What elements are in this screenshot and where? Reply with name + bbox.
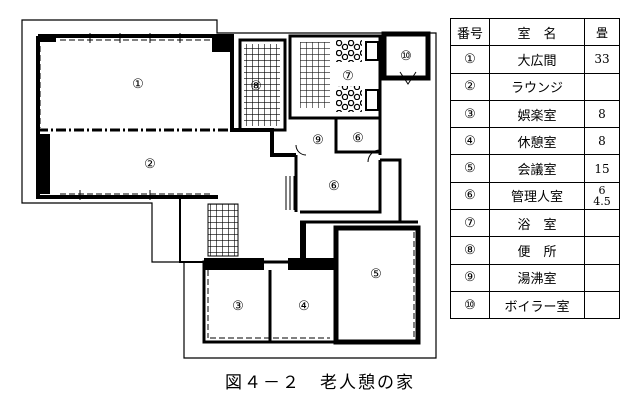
row-tatami: [584, 209, 620, 238]
row-tatami: [584, 236, 620, 265]
room-label-2: ②: [144, 157, 156, 172]
row-tatami: [584, 72, 620, 101]
row-tatami: 33: [584, 45, 620, 74]
header-room-name: 室 名: [489, 17, 585, 47]
row-tatami: 8: [584, 99, 620, 129]
row-tatami: 8: [584, 127, 620, 156]
windows: [39, 33, 415, 339]
row-number: ⑧: [450, 236, 490, 265]
row-number: ⑥: [450, 181, 490, 211]
row-number: ⑨: [450, 263, 490, 292]
row-number: ⑦: [450, 209, 490, 238]
figure-caption: 図４－２ 老人憩の家: [225, 373, 415, 393]
row-number: ④: [450, 127, 490, 156]
room-label-6a: ⑥: [352, 131, 364, 146]
row-number: ②: [450, 72, 490, 101]
stair-hatch: [285, 176, 295, 210]
door-swings: [295, 71, 417, 163]
row-room-name: 大広間: [489, 45, 585, 74]
row-tatami-b: 4.5: [593, 194, 611, 208]
walls: [36, 31, 431, 345]
room-label-9: ⑨: [312, 133, 324, 148]
row-room-name: 休憩室: [489, 127, 585, 156]
row-tatami: [584, 263, 620, 292]
floor-plan: ① ② ③ ④ ⑤ ⑥ ⑥ ⑦ ⑧ ⑨ ⑩: [21, 19, 437, 359]
row-number: ⑩: [450, 290, 490, 320]
row-number: ①: [450, 45, 490, 74]
row-room-name: ラウンジ: [489, 72, 585, 101]
row-room-name: 会議室: [489, 154, 585, 183]
row-room-name: 湯沸室: [489, 263, 585, 292]
row-room-name: 娯楽室: [489, 99, 585, 129]
room-label-10: ⑩: [400, 49, 412, 64]
row-room-name: 管理人室: [489, 181, 585, 211]
row-room-name: ボイラー室: [489, 290, 585, 320]
legend-header-row: 番号 室 名 畳: [450, 17, 620, 47]
row-tatami: [584, 290, 620, 320]
header-tatami: 畳: [584, 17, 620, 47]
row-room-name: 便 所: [489, 236, 585, 265]
toilet-tiles: [244, 44, 280, 126]
room-label-7: ⑦: [342, 69, 354, 84]
row-number: ⑤: [450, 154, 490, 183]
room-label-4: ④: [298, 299, 310, 314]
header-number: 番号: [450, 17, 490, 47]
row-tatami: 15: [584, 154, 620, 183]
room-label-1: ①: [132, 77, 144, 92]
row-tatami-a: 6: [598, 183, 606, 197]
site-boundary: [21, 19, 437, 359]
room-label-6b: ⑥: [328, 179, 340, 194]
row-number: ③: [450, 99, 490, 129]
room-label-8: ⑧: [250, 79, 262, 94]
room-label-3: ③: [232, 299, 244, 314]
room-label-5: ⑤: [370, 267, 382, 282]
row-room-name: 浴 室: [489, 209, 585, 238]
bath-tiles: [336, 40, 362, 62]
